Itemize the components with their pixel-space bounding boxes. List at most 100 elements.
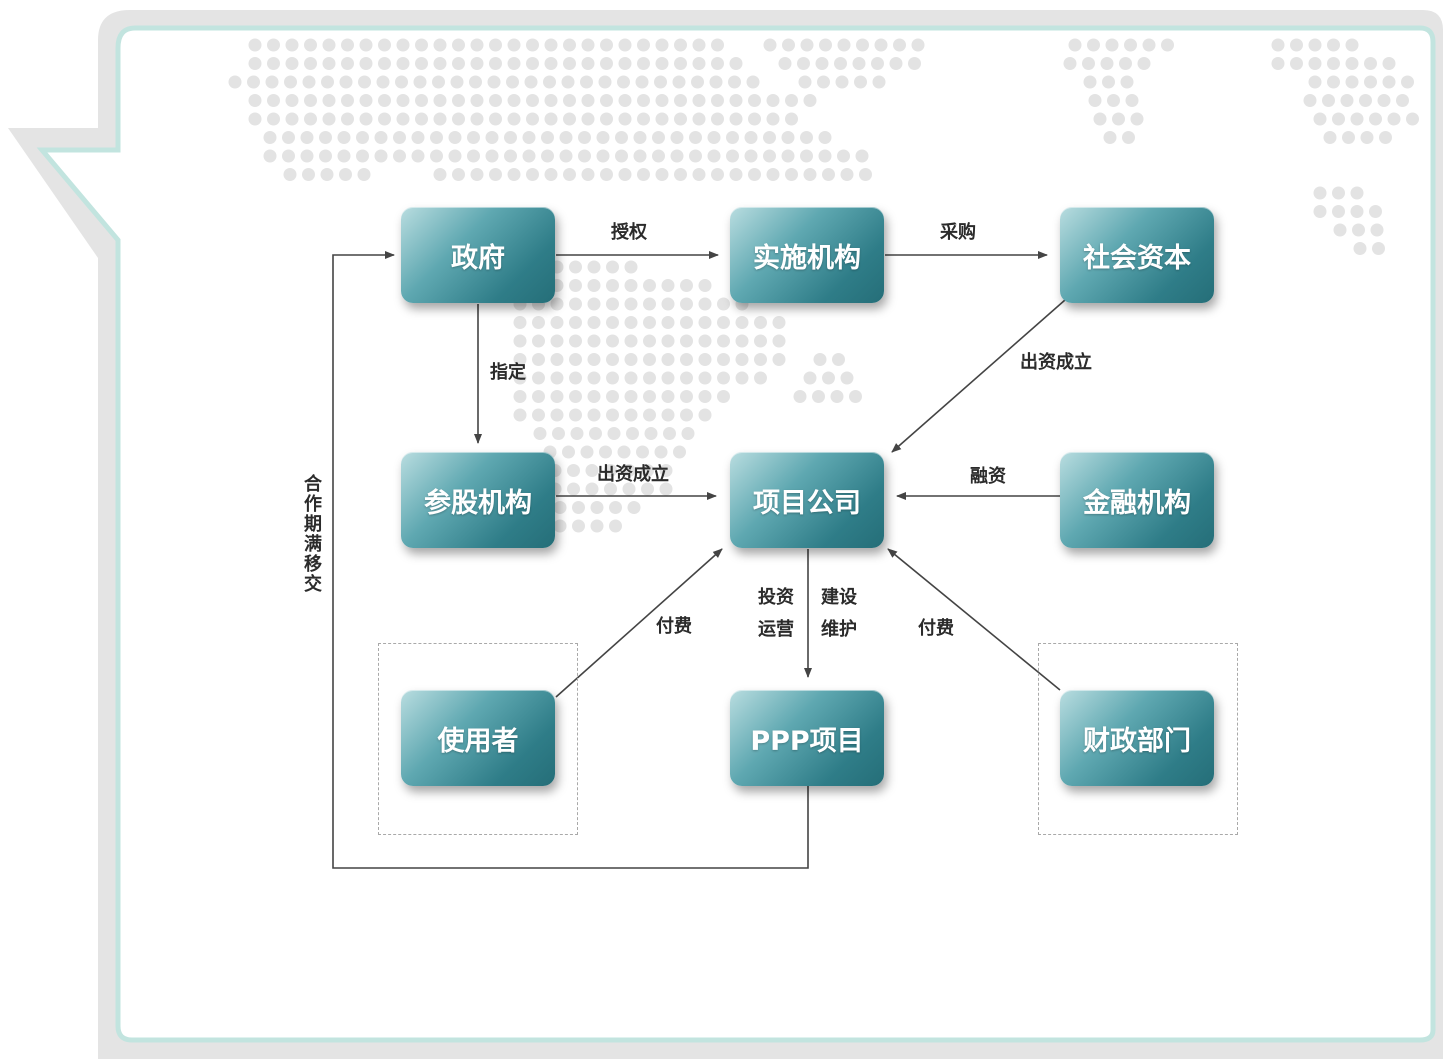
map-dot [680,371,693,385]
map-dot [341,112,354,126]
map-dot [698,353,712,366]
map-dot [617,445,631,459]
map-dot [563,57,576,70]
map-dot [587,297,601,311]
map-dot [674,168,687,181]
map-dot [263,149,277,163]
map-dot [337,149,351,163]
map-dot [856,38,869,52]
map-dot [837,38,851,52]
map-dot [300,131,314,144]
map-dot [322,38,336,52]
map-dot [598,75,612,89]
map-dot [415,57,428,70]
map-dot [485,131,499,144]
map-dot [322,57,336,70]
map-dot [604,464,617,477]
map-dot [680,297,693,311]
map-dot [1308,38,1322,52]
map-dot [1083,75,1097,89]
map-dot [513,390,527,403]
map-dot [489,168,502,181]
map-dot [228,75,242,89]
map-dot [643,353,656,366]
map-dot [698,316,712,329]
map-dot [587,260,601,274]
map-dot [544,168,558,181]
map-dot [661,390,675,403]
map-dot [672,75,686,89]
label-authorize: 授权 [611,222,647,243]
map-dot [711,112,724,126]
map-dot [618,38,632,52]
map-dot [533,427,547,440]
map-dot [284,75,297,89]
map-dot [600,94,613,107]
map-dot [248,57,262,70]
map-dot [1087,38,1100,52]
map-dot [1124,38,1137,52]
map-dot [1406,112,1419,126]
map-dot [641,464,654,477]
map-dot [489,38,502,52]
map-dot [248,94,262,107]
map-dot [680,334,693,348]
map-dot [717,334,730,348]
map-dot [803,94,817,107]
map-dot [680,390,693,403]
map-dot [624,316,638,329]
map-dot [532,316,545,329]
map-dot [766,168,780,181]
map-dot [622,482,636,496]
map-dot [1323,131,1337,144]
map-dot [644,427,658,440]
map-dot [643,279,656,292]
map-dot [376,75,390,89]
map-dot [504,131,517,144]
map-dot [1369,112,1382,126]
map-dot [1088,94,1102,107]
map-dot [396,57,410,70]
map-dot [1327,38,1340,52]
map-dot [415,38,428,52]
map-dot [698,390,712,403]
map-dot [624,390,638,403]
map-dot [580,445,594,459]
map-dot [581,168,595,181]
map-dot [553,519,567,533]
map-dot [691,75,704,89]
map-dot [1372,242,1385,255]
map-dot [617,75,630,89]
map-dot [1332,205,1345,218]
map-dot [393,131,406,144]
map-dot [569,279,582,292]
map-dot [637,57,650,70]
map-dot [655,94,669,107]
map-dot [356,131,369,144]
map-dot [1401,75,1414,89]
map-dot [778,57,792,70]
map-dot [754,334,767,348]
map-dot [378,57,391,70]
map-dot [659,464,673,477]
map-dot [1068,38,1082,52]
map-dot [840,371,854,385]
map-dot [624,297,638,311]
map-dot [1122,131,1135,144]
map-dot [643,390,656,403]
map-dot [637,168,650,181]
map-dot [692,168,706,181]
map-dot [1102,75,1115,89]
map-dot [817,75,830,89]
map-dot [359,112,373,126]
map-dot [1327,75,1340,89]
map-dot [433,94,447,107]
map-dot [1063,57,1077,70]
map-dot [513,408,527,422]
map-dot [587,334,601,348]
map-dot [615,131,628,144]
map-dot [282,131,295,144]
label-transfer: 合作期满移交 [301,474,322,594]
map-dot [618,168,632,181]
